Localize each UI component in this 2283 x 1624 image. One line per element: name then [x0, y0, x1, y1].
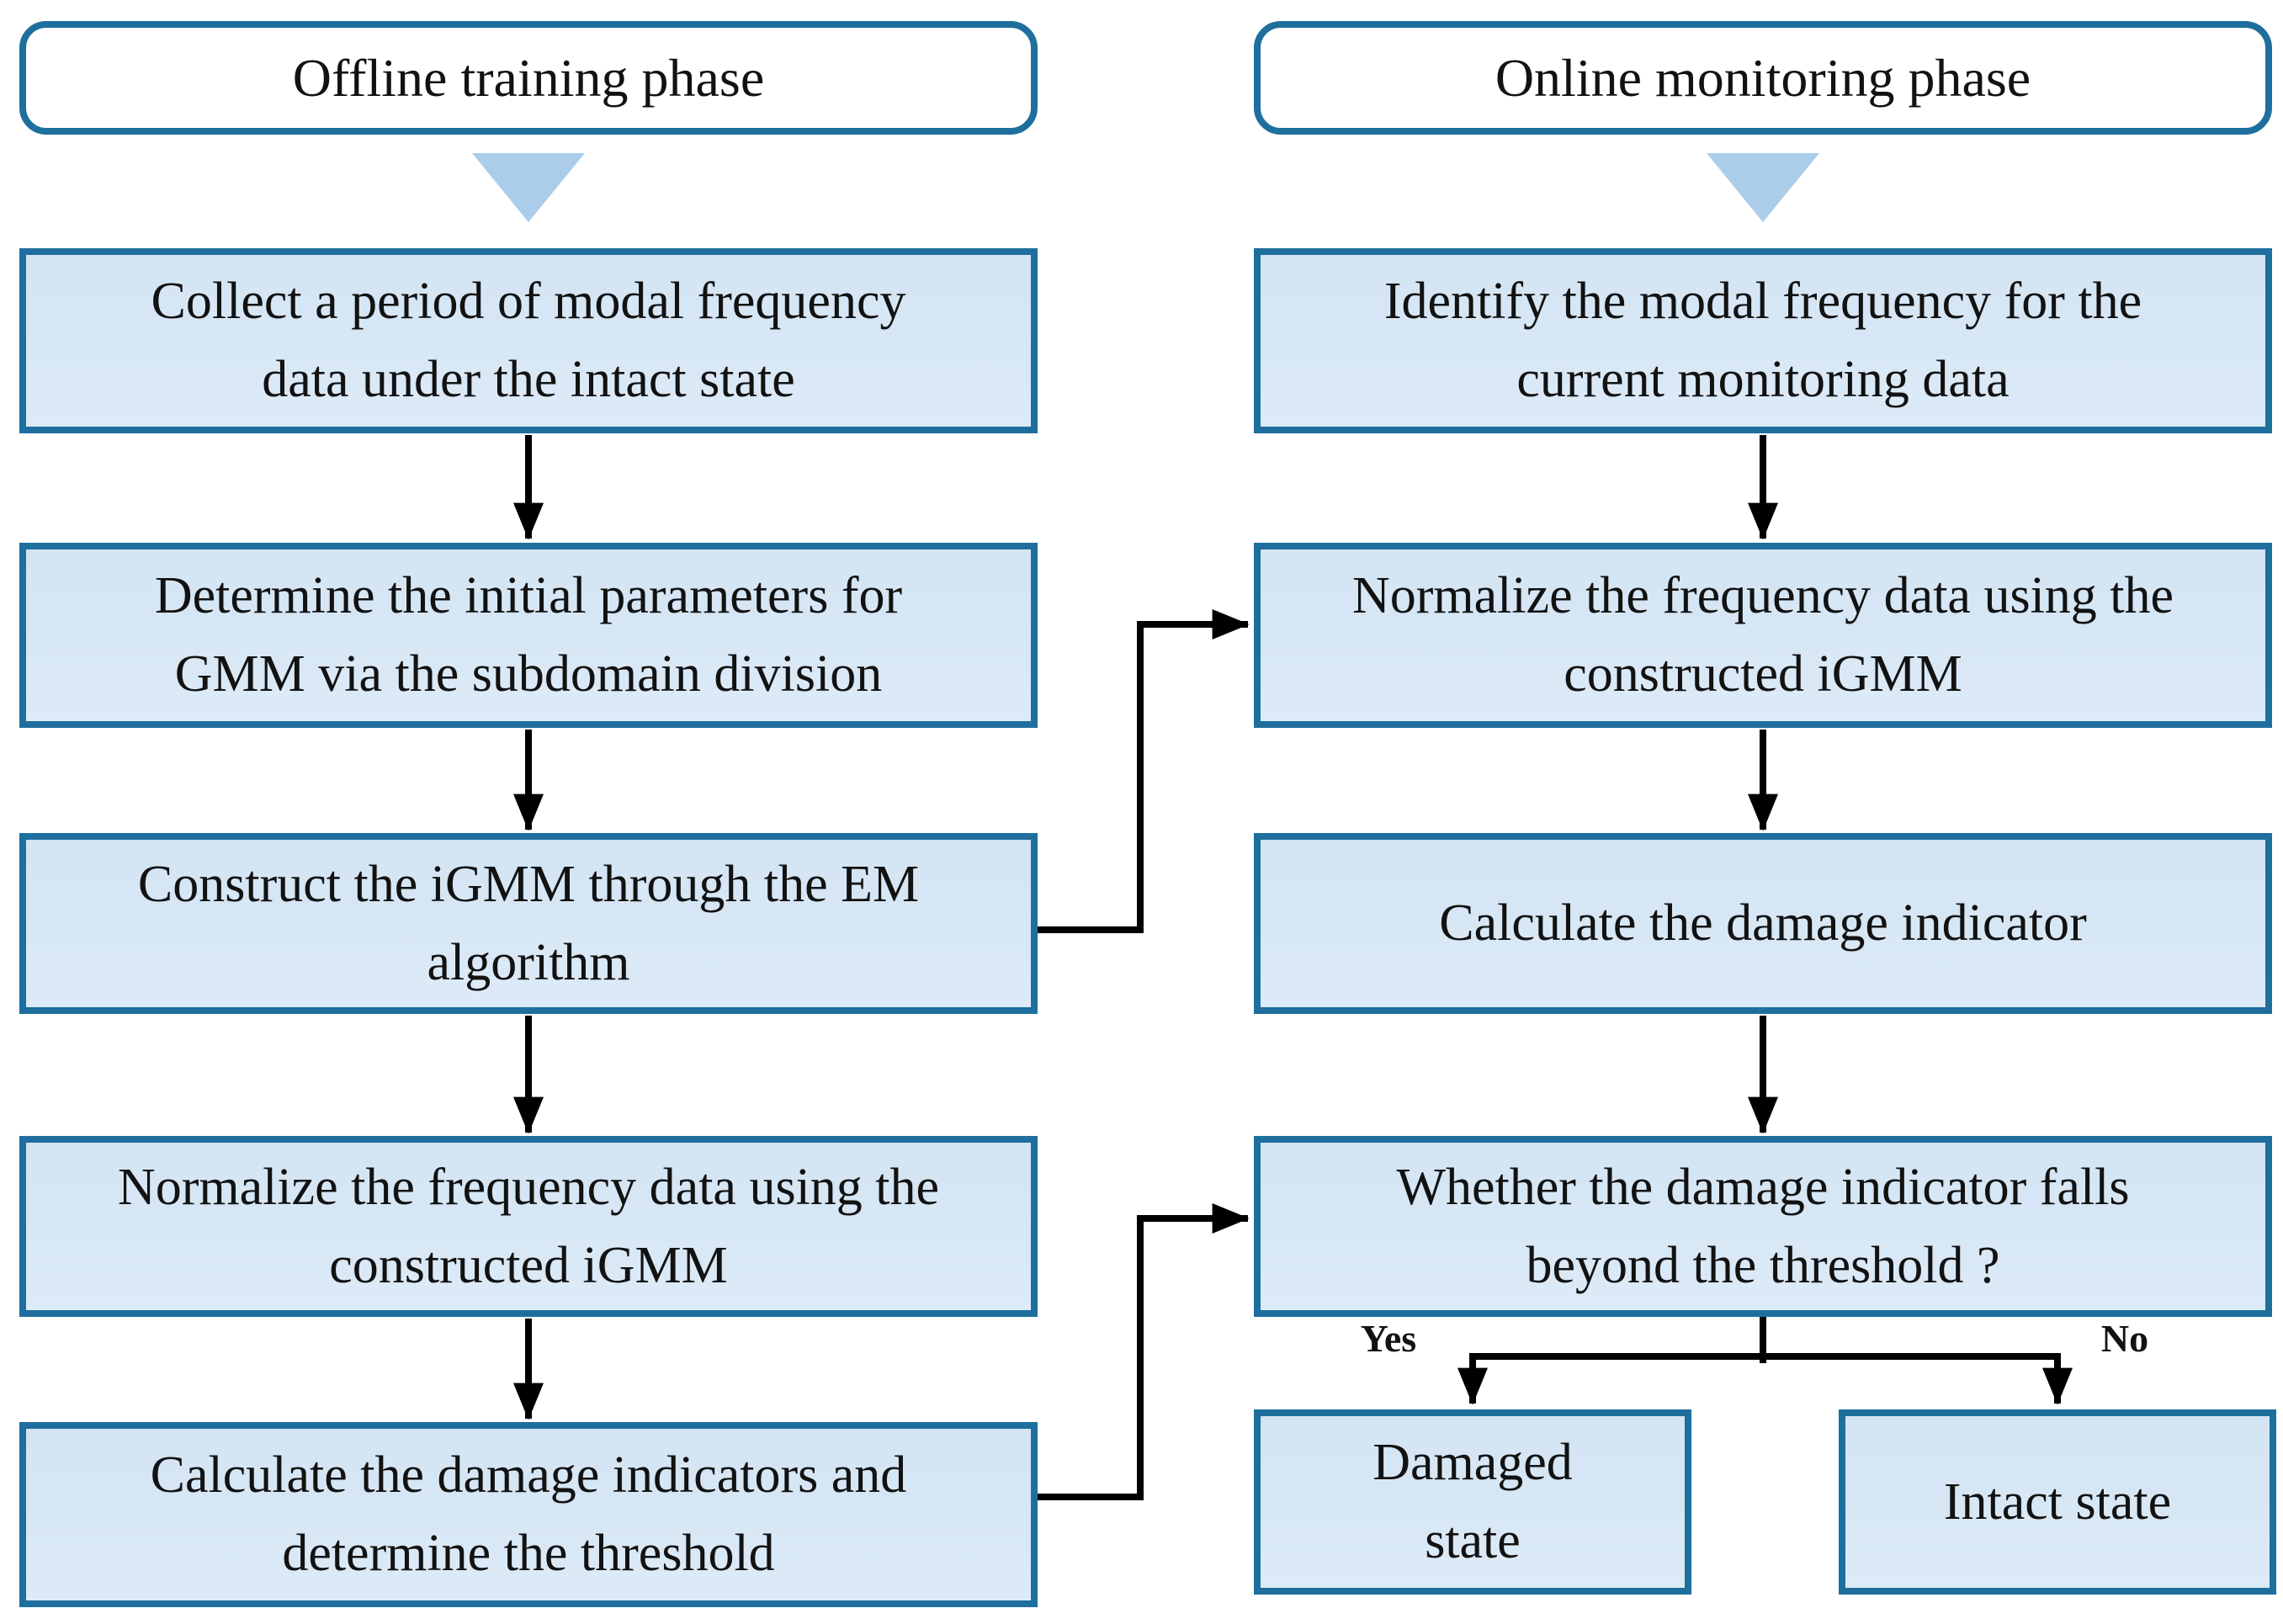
online-phase-header: Online monitoring phase	[1254, 21, 2272, 135]
outcome-label: Intact state	[1943, 1473, 2172, 1531]
outcome-damaged-state: Damaged state	[1254, 1409, 1691, 1595]
elbow-threshold-to-decision	[1038, 1203, 1250, 1500]
step-calculate-damage-indicator: Calculate the damage indicator	[1254, 833, 2272, 1014]
branch-label-no: No	[2100, 1317, 2149, 1360]
step-normalize-frequency-online: Normalize the frequency data using the c…	[1254, 543, 2272, 728]
offline-phase-triangle-icon	[472, 153, 585, 222]
offline-phase-header: Offline training phase	[19, 21, 1038, 135]
step-normalize-frequency-offline: Normalize the frequency data using the c…	[19, 1136, 1038, 1317]
elbow-construct-to-online-normalize	[1038, 609, 1250, 933]
step-determine-initial-parameters: Determine the initial parameters for GMM…	[19, 543, 1038, 728]
step-calculate-indicators-threshold: Calculate the damage indicators and dete…	[19, 1422, 1038, 1607]
step-label: Normalize the frequency data using the c…	[1351, 567, 2174, 703]
step-identify-modal-frequency: Identify the modal frequency for the cur…	[1254, 248, 2272, 433]
decision-threshold-check: Whether the damage indicator falls beyon…	[1254, 1136, 2272, 1317]
step-label: Calculate the damage indicator	[1439, 894, 2087, 952]
step-label: Identify the modal frequency for the cur…	[1383, 273, 2142, 408]
decision-label: Whether the damage indicator falls beyon…	[1396, 1158, 2130, 1294]
step-label: Collect a period of modal frequency data…	[151, 273, 906, 408]
offline-phase-header-label: Offline training phase	[292, 47, 765, 108]
step-label: Determine the initial parameters for GMM…	[154, 567, 903, 703]
step-label: Construct the iGMM through the EM algori…	[137, 855, 920, 991]
step-construct-igmm: Construct the iGMM through the EM algori…	[19, 833, 1038, 1014]
step-label: Normalize the frequency data using the c…	[117, 1158, 940, 1294]
step-label: Calculate the damage indicators and dete…	[150, 1446, 907, 1582]
online-phase-header-label: Online monitoring phase	[1495, 47, 2031, 108]
step-collect-modal-frequency: Collect a period of modal frequency data…	[19, 248, 1038, 433]
outcome-intact-state: Intact state	[1839, 1409, 2276, 1595]
branch-label-yes: Yes	[1360, 1317, 1417, 1360]
outcome-label: Damaged state	[1372, 1434, 1573, 1569]
online-phase-triangle-icon	[1707, 153, 1819, 222]
